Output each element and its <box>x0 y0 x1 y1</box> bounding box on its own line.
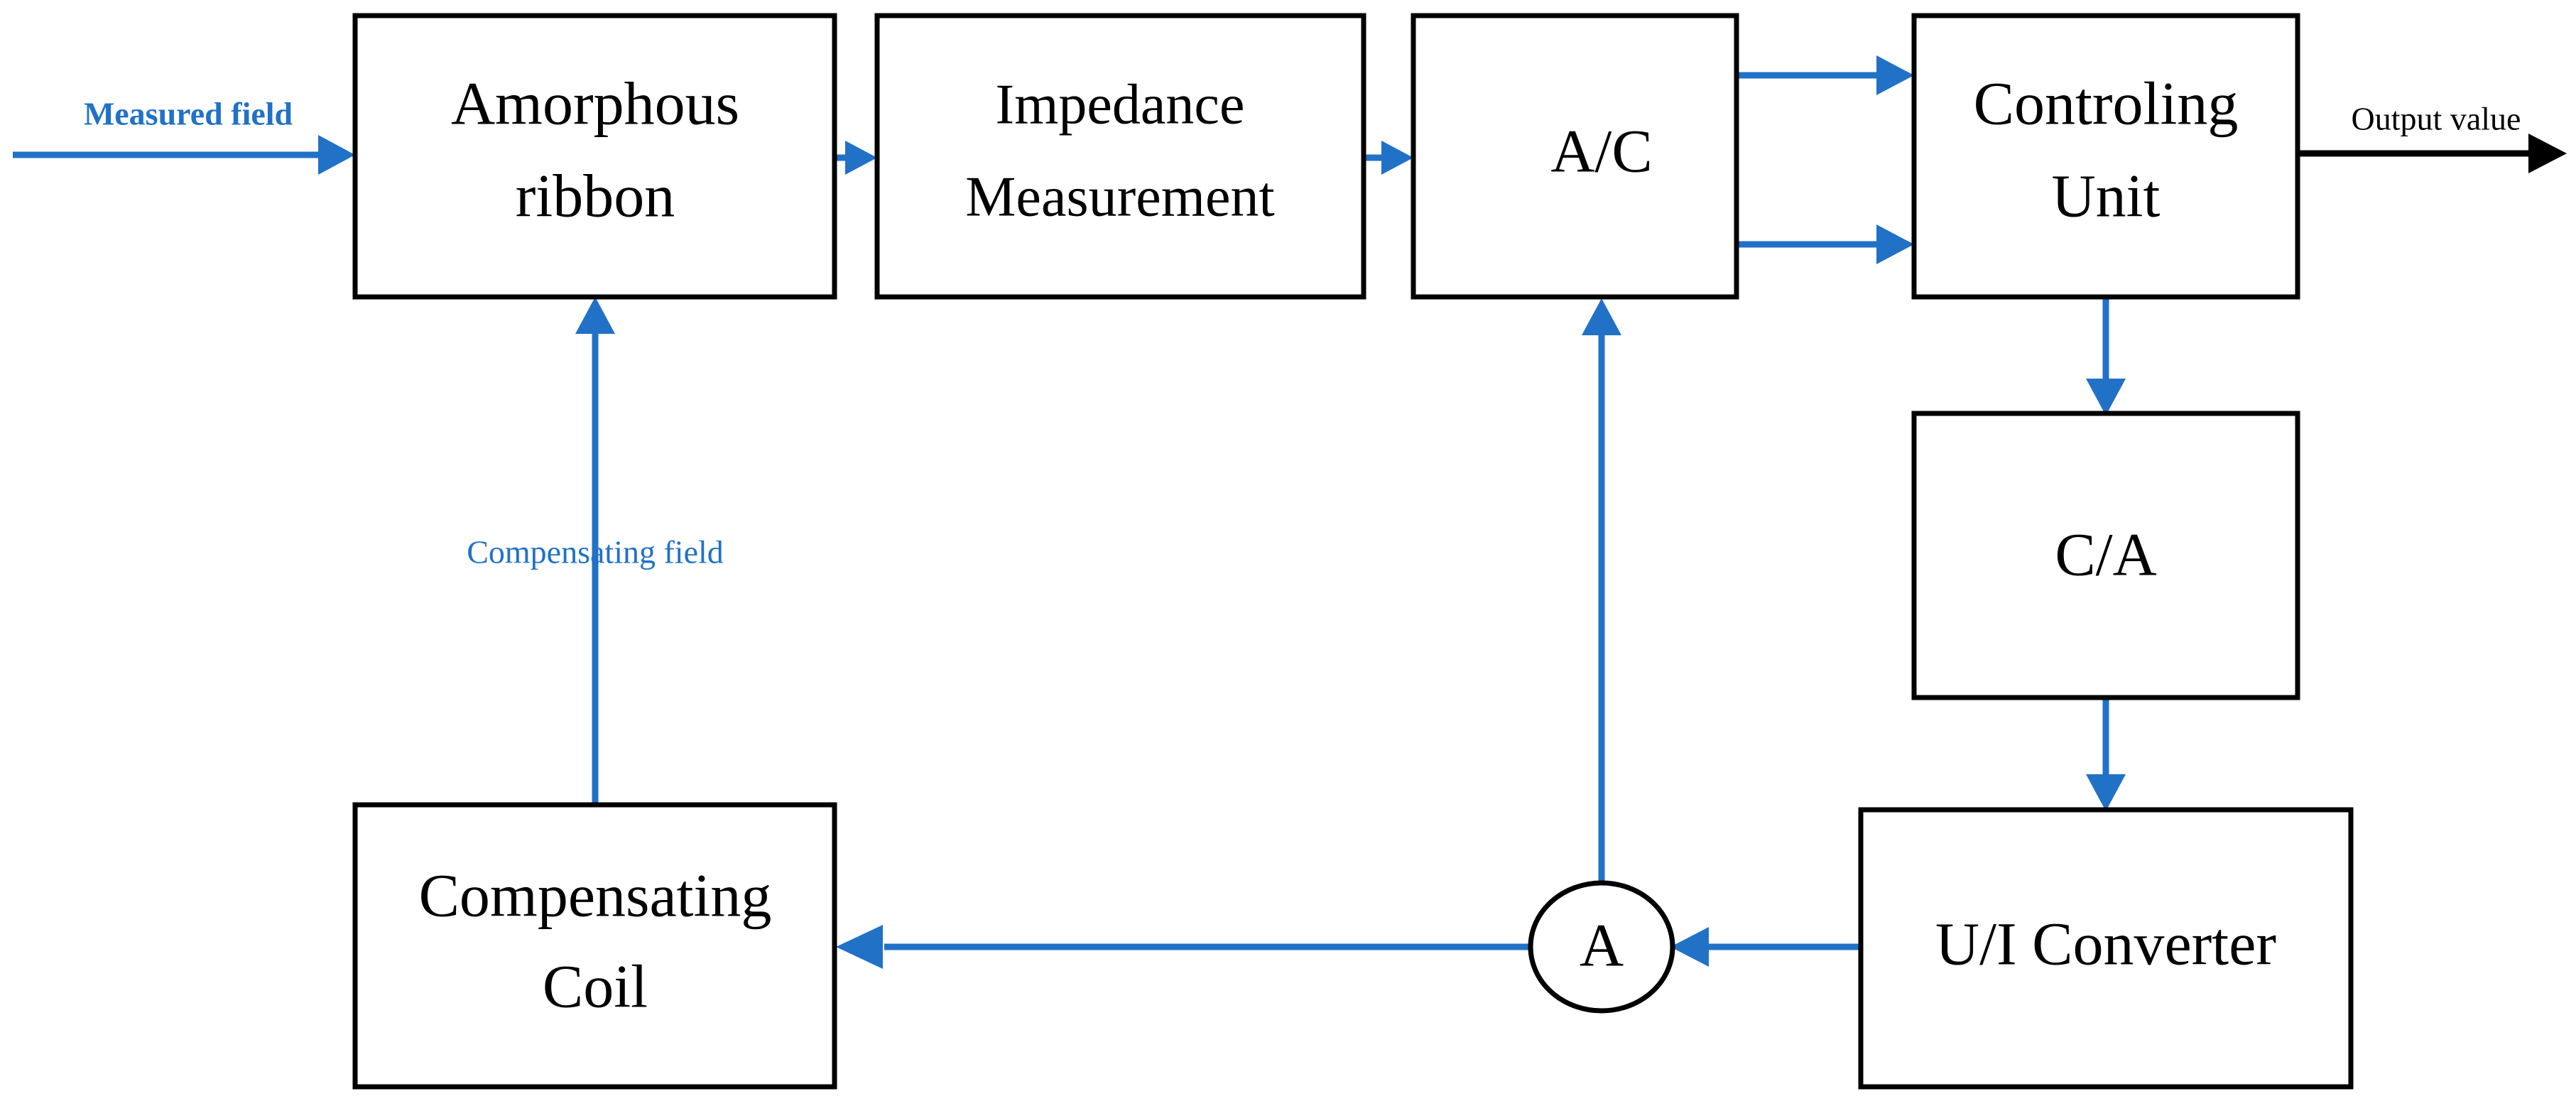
edge-ui-to-ammeter-arrowhead <box>1670 927 1709 967</box>
node-controling-unit[interactable]: Controling Unit <box>1911 13 2300 300</box>
edge-impedance-to-ac-arrowhead <box>1381 141 1413 175</box>
node-ui-converter-label: U/I Converter <box>1935 910 2276 978</box>
node-compensating-coil-label-line1: Compensating <box>419 862 772 930</box>
node-ammeter-circle[interactable] <box>1528 880 1675 1014</box>
edge-measured-field <box>13 135 355 175</box>
node-impedance-measurement[interactable]: Impedance Measurement <box>874 13 1366 300</box>
edge-measured-field-arrowhead <box>318 135 355 175</box>
edge-cu-to-ca <box>2086 297 2126 416</box>
edge-ca-to-ui <box>2086 698 2126 811</box>
node-compensating-coil[interactable]: Compensating Coil <box>352 802 837 1090</box>
node-ac-converter-box[interactable] <box>1411 13 1739 300</box>
edge-output-value <box>2298 134 2567 173</box>
node-ammeter-label: A <box>1580 911 1624 980</box>
node-amorphous-ribbon-label-line2: ribbon <box>516 162 675 230</box>
edge-compensating-field-arrowhead <box>575 297 615 334</box>
edge-output-value-arrowhead <box>2528 134 2567 173</box>
edge-ac-to-cu-upper-arrowhead <box>1876 55 1914 95</box>
edge-ui-to-ammeter <box>1670 927 1861 967</box>
node-ac-converter[interactable]: A/C <box>1411 13 1739 300</box>
node-compensating-coil-label-line2: Coil <box>543 953 648 1021</box>
edge-label-output-value: Output value <box>2352 101 2521 137</box>
node-ammeter[interactable]: A <box>1528 880 1675 1014</box>
node-impedance-measurement-box[interactable] <box>874 13 1366 300</box>
node-impedance-measurement-label-line1: Impedance <box>996 73 1245 136</box>
node-ui-converter-box[interactable] <box>1858 807 2354 1090</box>
node-amorphous-ribbon-box[interactable] <box>352 13 837 300</box>
edge-ribbon-to-impedance <box>836 141 877 175</box>
node-controling-unit-label-line2: Unit <box>2052 162 2161 230</box>
edge-label-compensating-field: Compensating field <box>467 534 724 570</box>
edge-ac-to-cu-lower-arrowhead <box>1876 224 1914 264</box>
edge-ac-to-cu-lower <box>1737 224 1914 264</box>
node-amorphous-ribbon-label-line1: Amorphous <box>451 70 739 138</box>
edge-ribbon-to-impedance-arrowhead <box>845 141 877 175</box>
edge-ac-to-cu-upper <box>1737 55 1914 95</box>
edge-ammeter-to-coil <box>836 925 1531 969</box>
edge-ammeter-to-coil-arrowhead <box>836 925 883 969</box>
edge-ammeter-to-ac <box>1582 298 1621 884</box>
node-amorphous-ribbon[interactable]: Amorphous ribbon <box>352 13 837 300</box>
node-controling-unit-label-line1: Controling <box>1974 70 2239 138</box>
edge-cu-to-ca-arrowhead <box>2086 379 2126 416</box>
edge-label-measured-field: Measured field <box>84 96 293 132</box>
node-ui-converter[interactable]: U/I Converter <box>1858 807 2354 1090</box>
node-ca-converter[interactable]: C/A <box>1911 411 2300 700</box>
node-ac-converter-label: A/C <box>1550 117 1652 185</box>
edge-compensating-field <box>575 297 615 805</box>
edge-impedance-to-ac <box>1364 141 1413 175</box>
node-ca-converter-label: C/A <box>2055 521 2156 589</box>
node-impedance-measurement-label-line2: Measurement <box>965 166 1274 228</box>
edge-ammeter-to-ac-arrowhead <box>1582 298 1621 335</box>
node-controling-unit-box[interactable] <box>1911 13 2300 300</box>
node-ca-converter-box[interactable] <box>1911 411 2300 700</box>
node-compensating-coil-box[interactable] <box>352 802 837 1090</box>
edge-ca-to-ui-arrowhead <box>2086 774 2126 811</box>
